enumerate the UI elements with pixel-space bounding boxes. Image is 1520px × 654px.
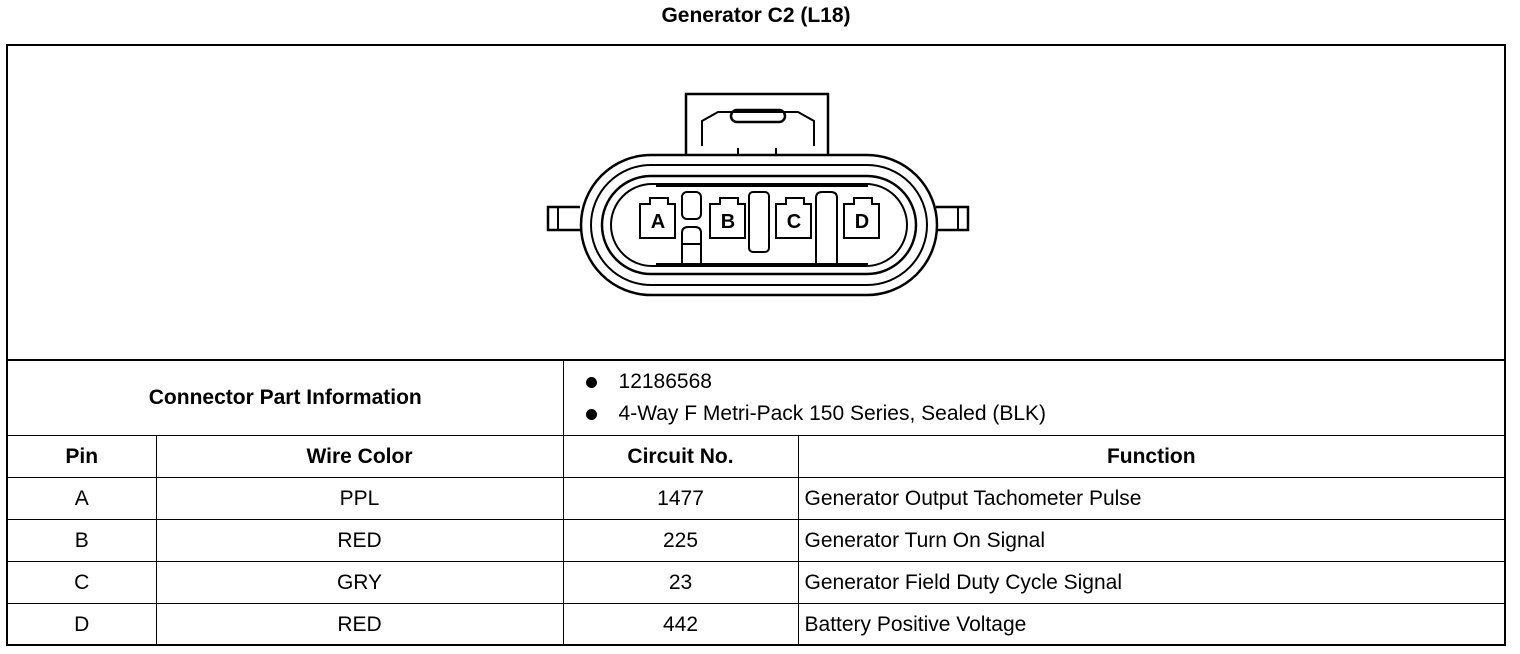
cell-pin: A	[8, 477, 157, 520]
cavity-a	[639, 197, 676, 239]
cell-pin: D	[8, 603, 157, 645]
cell-wire-color: RED	[155, 519, 564, 562]
cell-function: Generator Output Tachometer Pulse	[797, 477, 1505, 520]
header-circuit: Circuit No.	[562, 435, 799, 478]
table-row: D RED 442 Battery Positive Voltage	[8, 603, 1505, 645]
cell-circuit: 225	[562, 519, 799, 562]
cell-wire-color: RED	[155, 603, 564, 645]
part-info-item: 4-Way F Metri-Pack 150 Series, Sealed (B…	[585, 398, 1505, 430]
cell-circuit: 442	[562, 603, 799, 645]
connector-left-ear	[546, 205, 580, 232]
connector-drawing-area: A B C D	[8, 46, 1504, 360]
cell-wire-color: PPL	[155, 477, 564, 520]
part-description: 4-Way F Metri-Pack 150 Series, Sealed (B…	[618, 402, 1047, 425]
pinout-table: Connector Part Information 12186568 4-Wa…	[8, 359, 1505, 645]
pin-label-c: C	[787, 211, 801, 233]
cavity-c	[775, 197, 812, 239]
connector-frame: A B C D Connector Part Information 12186…	[6, 44, 1506, 646]
cavity-d	[843, 197, 880, 239]
key-rib-1	[748, 191, 770, 253]
key-block-lower	[681, 226, 702, 265]
key-block-upper	[681, 191, 702, 220]
pin-label-d: D	[855, 211, 869, 233]
table-row: A PPL 1477 Generator Output Tachometer P…	[8, 477, 1505, 520]
connector-face-drawing: A B C D	[546, 92, 970, 297]
cell-circuit: 23	[562, 561, 799, 604]
bullet-icon	[585, 408, 597, 420]
table-row: C GRY 23 Generator Field Duty Cycle Sign…	[8, 561, 1505, 604]
cell-wire-color: GRY	[155, 561, 564, 604]
key-rib-2	[815, 191, 838, 265]
header-pin: Pin	[8, 435, 157, 478]
part-number: 12186568	[618, 370, 712, 393]
latch-slot	[729, 108, 787, 124]
connector-latch-inner	[701, 111, 815, 146]
cell-function: Generator Field Duty Cycle Signal	[797, 561, 1505, 604]
connector-inner-face	[600, 174, 918, 276]
connector-latch	[684, 92, 830, 158]
diagram-title: Generator C2 (L18)	[661, 4, 851, 27]
part-info-label: Connector Part Information	[8, 359, 564, 436]
pin-label-b: B	[721, 211, 735, 233]
cell-function: Battery Positive Voltage	[797, 603, 1505, 645]
pin-label-a: A	[651, 211, 665, 233]
connector-outer-shell	[579, 153, 939, 297]
bullet-icon	[585, 376, 597, 388]
cavity-b	[709, 197, 746, 239]
connector-right-ear	[936, 205, 970, 232]
part-info-row: Connector Part Information 12186568 4-Wa…	[8, 359, 1505, 436]
cell-circuit: 1477	[562, 477, 799, 520]
cell-function: Generator Turn On Signal	[797, 519, 1505, 562]
part-info-list: 12186568 4-Way F Metri-Pack 150 Series, …	[562, 359, 1505, 436]
header-function: Function	[797, 435, 1505, 478]
part-info-item: 12186568	[585, 366, 1505, 398]
header-wire-color: Wire Color	[155, 435, 564, 478]
cell-pin: B	[8, 519, 157, 562]
cell-pin: C	[8, 561, 157, 604]
table-row: B RED 225 Generator Turn On Signal	[8, 519, 1505, 562]
table-header-row: Pin Wire Color Circuit No. Function	[8, 435, 1505, 478]
